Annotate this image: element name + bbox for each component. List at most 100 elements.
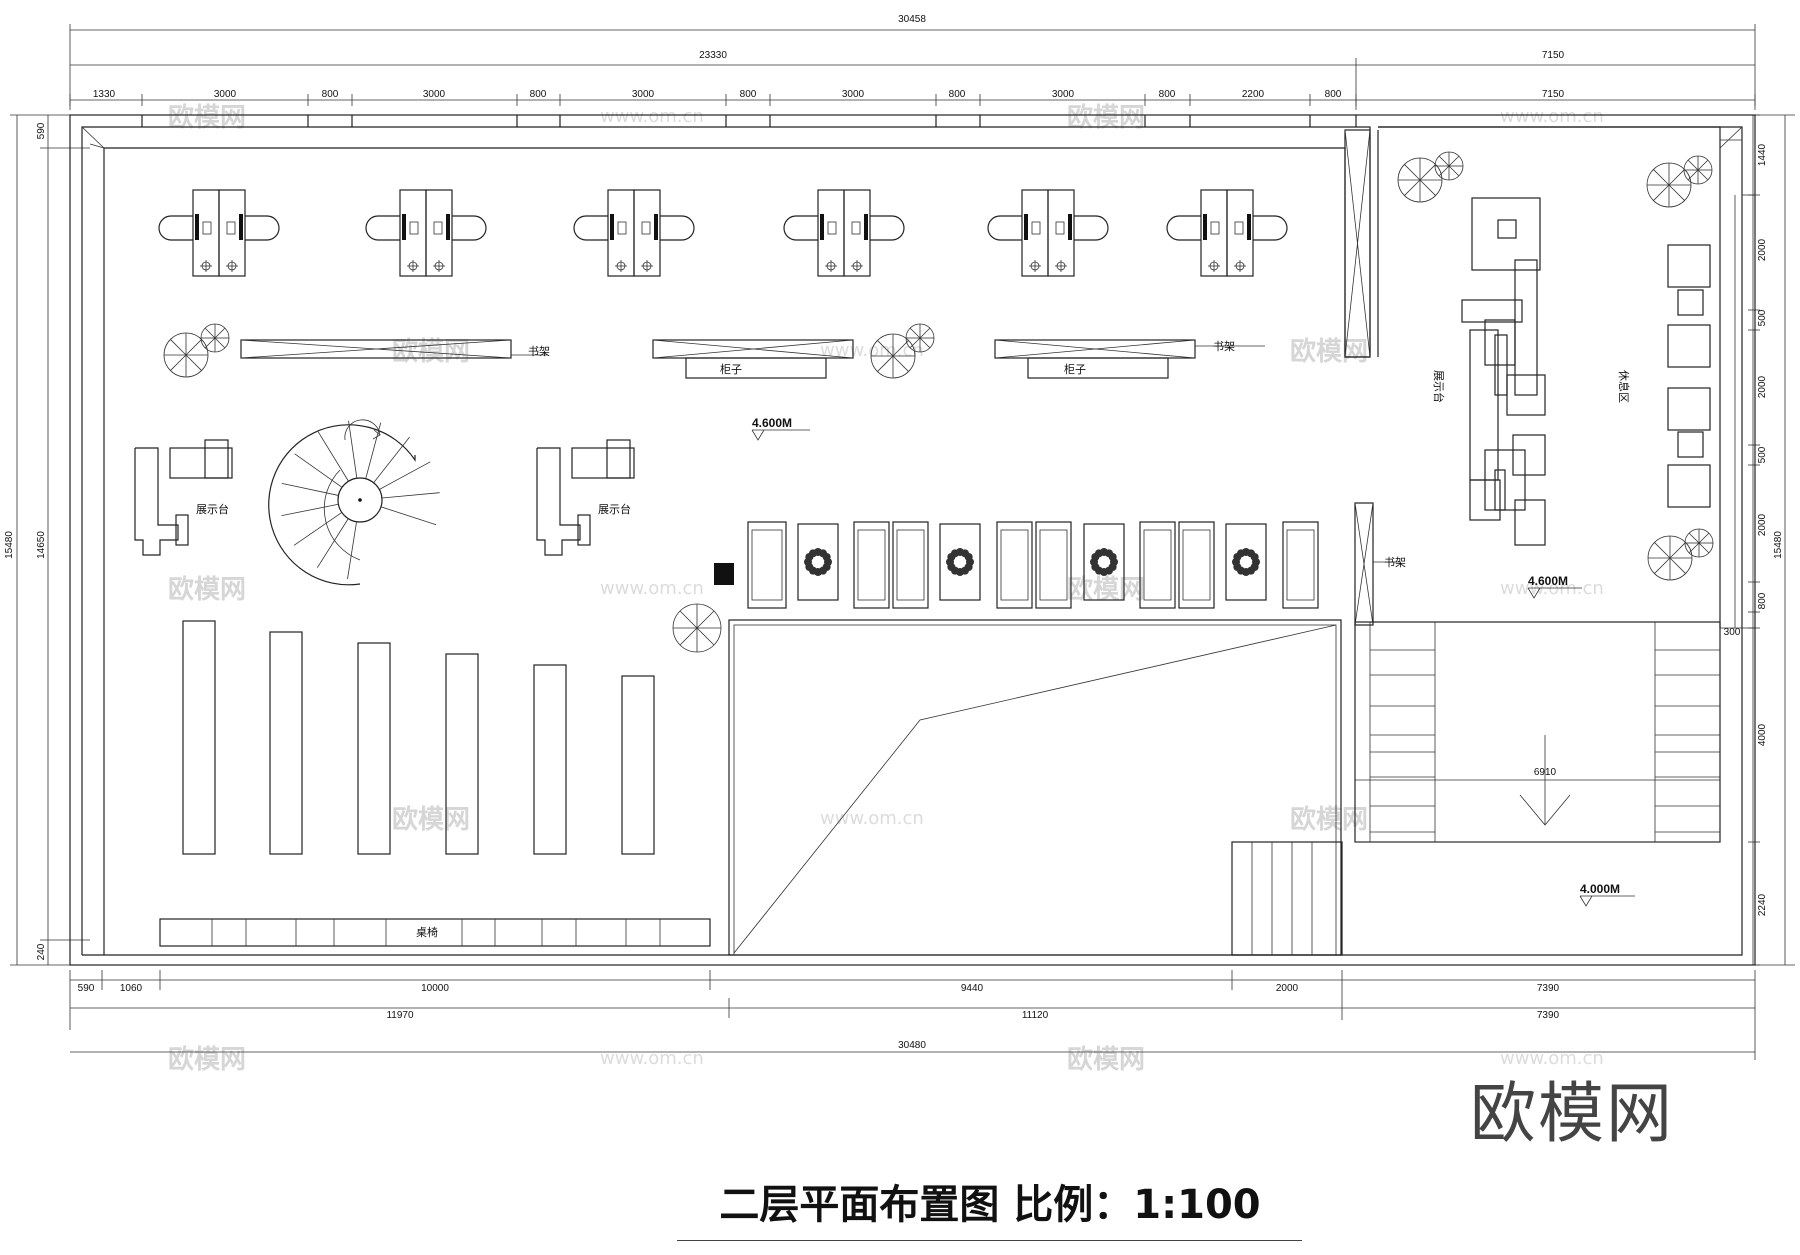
monitor [195, 214, 199, 240]
monitor [446, 214, 450, 240]
stair-tread [293, 512, 343, 546]
top-dimensions: 30458 23330 7150 1330 3000 800 3000 800 … [69, 14, 1756, 110]
dim-seg: 3000 [632, 89, 655, 100]
dim-bottom: 7390 [1537, 983, 1560, 994]
sofa [892, 521, 929, 609]
dim-seg: 800 [322, 89, 339, 100]
right-display: 展示台 [1432, 197, 1546, 546]
monitor [1247, 214, 1251, 240]
bookshelf-label: 书架 [528, 345, 550, 358]
plant [905, 323, 935, 353]
desk [633, 189, 661, 277]
watermark: 欧模网 [392, 336, 470, 367]
workstation-pair [783, 189, 905, 277]
dim-bottom-overall: 30480 [898, 1040, 926, 1051]
monitor [610, 214, 614, 240]
chair [1253, 215, 1288, 241]
dim-bottom: 590 [78, 983, 95, 994]
dim-left-inner: 14650 [36, 531, 47, 559]
monitor [1024, 214, 1028, 240]
dim-bottom: 10000 [421, 983, 449, 994]
stair-tread [347, 521, 357, 580]
display-label: 展示台 [598, 502, 631, 516]
stair-tread [379, 461, 431, 490]
workstation-pair [573, 189, 695, 277]
sofa [996, 521, 1033, 609]
dim-seg: 800 [530, 89, 547, 100]
sofa [853, 521, 890, 609]
level-right: 4.600M [1528, 574, 1568, 588]
dim-bottom: 9440 [961, 983, 984, 994]
chair [783, 215, 818, 241]
plant [1683, 155, 1713, 185]
watermarks: 欧模网 www.om.cn 欧模网 www.om.cn 欧模网 www.om.c… [168, 102, 1604, 1075]
stair-tread [380, 506, 437, 526]
workstation-pair [365, 189, 487, 277]
level-mark-lower: 4.000M [1579, 882, 1635, 907]
workstation-group [158, 189, 1288, 277]
stair-tread [317, 431, 349, 482]
bookshelf-label: 书架 [1384, 556, 1406, 569]
watermark: 欧模网 [1067, 102, 1145, 133]
watermark: 欧模网 [168, 1044, 246, 1075]
level-lower: 4.000M [1580, 882, 1620, 896]
table-chair-label: 桌椅 [416, 925, 438, 939]
stair-tread [294, 453, 343, 488]
bookshelf-row: 书架 柜子 柜子 书架 [240, 339, 1265, 379]
workstation-pair [158, 189, 280, 277]
title-underline [677, 1240, 1302, 1241]
sofa [1035, 521, 1072, 609]
dim-right-total: 7150 [1542, 50, 1565, 61]
chair [1166, 215, 1201, 241]
spiral-stair [268, 419, 440, 586]
dim-seg: 800 [1325, 89, 1342, 100]
coffee-table [797, 523, 839, 601]
watermark: 欧模网 [392, 804, 470, 835]
plants [163, 151, 1714, 653]
stair-tread [365, 422, 382, 479]
stair-tread [348, 420, 358, 479]
sofa-row [747, 521, 1319, 609]
desk [1226, 189, 1254, 277]
coffee-table [1225, 523, 1267, 601]
dim-left-bottom: 240 [36, 943, 47, 960]
right-stair: 6910 [1231, 621, 1721, 956]
dim-right-overall: 15480 [1773, 531, 1784, 559]
monitor [864, 214, 868, 240]
right-dimensions: 15480 1440 2000 500 2000 500 2000 800 30… [1724, 114, 1795, 966]
dim-right-seg: 500 [1757, 309, 1768, 326]
display-left: 展示台 展示台 [134, 439, 635, 556]
column-block [714, 563, 734, 585]
sofa [1282, 521, 1319, 609]
left-dimensions: 15480 14650 590 240 [4, 114, 90, 966]
watermark-url: www.om.cn [600, 578, 704, 599]
dim-left-top: 590 [36, 122, 47, 139]
desk [1047, 189, 1075, 277]
display-label: 展示台 [1432, 370, 1446, 403]
chair [158, 215, 193, 241]
dim-right-seg: 2000 [1757, 238, 1768, 261]
atrium-void [728, 619, 1342, 956]
monitor [1203, 214, 1207, 240]
plant [1397, 157, 1443, 203]
plant [1684, 528, 1714, 558]
dim-right-seg: 300 [1724, 627, 1741, 638]
dim-bottom: 11970 [386, 1010, 414, 1021]
sofa [1139, 521, 1176, 609]
chair [245, 215, 280, 241]
dim-seg: 3000 [214, 89, 237, 100]
display-label: 展示台 [196, 502, 229, 516]
dim-right-seg: 2240 [1757, 893, 1768, 916]
plant [870, 333, 916, 379]
walls [69, 114, 1756, 966]
plant [1647, 535, 1693, 581]
monitor [654, 214, 658, 240]
brand-logo: 欧模网 [1470, 1075, 1674, 1152]
desk [218, 189, 246, 277]
dim-right-seg: 4000 [1757, 723, 1768, 746]
dim-seg: 3000 [423, 89, 446, 100]
watermark-url: www.om.cn [1500, 1048, 1604, 1069]
dim-bottom: 7390 [1537, 1010, 1560, 1021]
chair [573, 215, 608, 241]
